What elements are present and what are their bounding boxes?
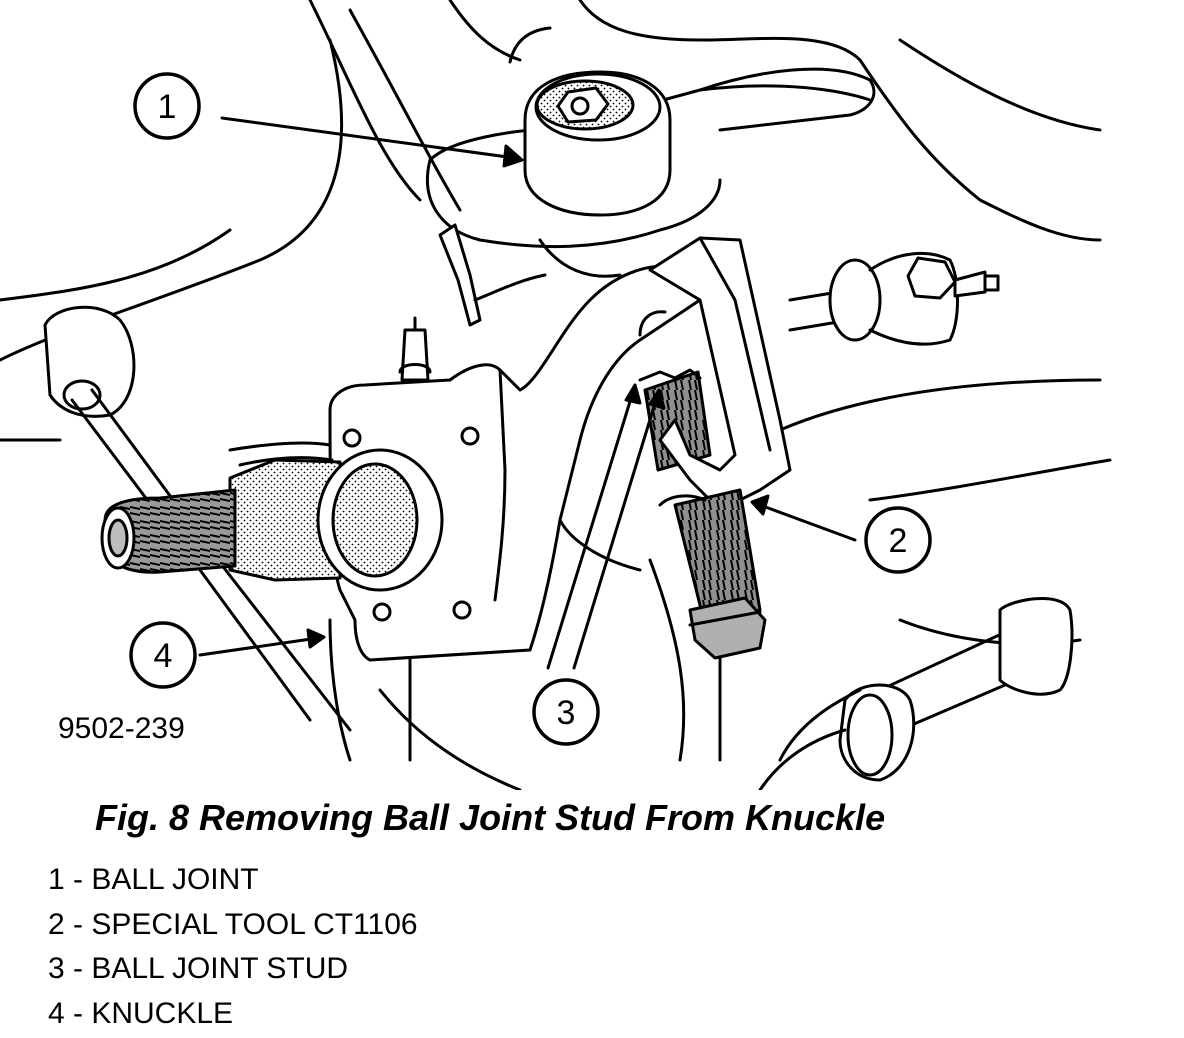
legend: 1 - BALL JOINT 2 - SPECIAL TOOL CT1106 3…	[48, 860, 418, 1038]
figure-caption: Fig. 8 Removing Ball Joint Stud From Knu…	[95, 797, 885, 839]
svg-text:2: 2	[889, 522, 908, 560]
figure-id: 9502-239	[58, 712, 185, 746]
legend-item: 3 - BALL JOINT STUD	[48, 949, 418, 994]
legend-item: 4 - KNUCKLE	[48, 994, 418, 1038]
callout-4: 4	[131, 623, 195, 687]
svg-text:1: 1	[158, 88, 177, 126]
legend-item: 2 - SPECIAL TOOL CT1106	[48, 905, 418, 950]
svg-text:4: 4	[154, 637, 173, 675]
ball-joint	[525, 72, 670, 215]
callout-2: 2	[866, 508, 930, 572]
legend-item: 1 - BALL JOINT	[48, 860, 418, 905]
callout-1: 1	[135, 74, 199, 138]
callout-3: 3	[534, 680, 598, 744]
rear-tie-bar	[790, 253, 998, 344]
svg-text:3: 3	[557, 694, 576, 732]
knuckle	[230, 225, 700, 660]
suspension-illustration: 1 2 3 4	[0, 0, 1184, 790]
